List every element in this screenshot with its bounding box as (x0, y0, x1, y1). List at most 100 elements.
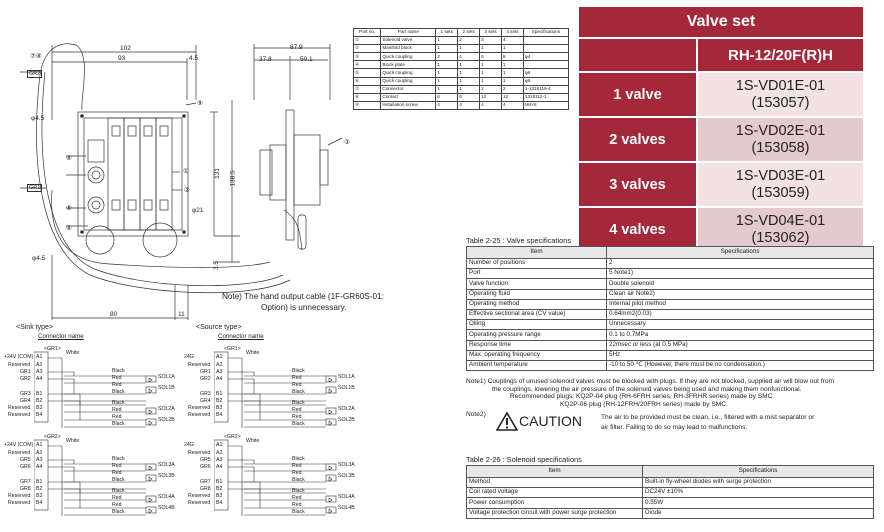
parts-cell: 1 (435, 60, 459, 70)
reserved-label: Reserved (8, 500, 31, 506)
valve-code: 1S-VD04E-01 (735, 212, 826, 229)
wire-color-label: Black (112, 509, 125, 515)
valve-code: 1S-VD01E-01 (735, 77, 826, 94)
wire-color-label: Black (112, 389, 125, 395)
dim-4-5: 4.5 (189, 55, 199, 62)
spec-item: Port (466, 268, 607, 280)
wire-white-label: White (66, 438, 80, 444)
dim-37-8: 37.8 (259, 56, 272, 63)
wire-color-label: Black (112, 421, 125, 427)
reserved-label: Reserved (188, 500, 211, 506)
gr1-label: GR1 (27, 184, 43, 192)
parts-cell: 1 (457, 60, 481, 70)
pin-label: B1 (216, 391, 223, 397)
parts-cell: 1 (479, 44, 503, 54)
wiring-lines (214, 439, 337, 516)
parts-cell: 4 (501, 36, 524, 46)
solenoid-label: SOL2A (338, 406, 355, 412)
signal-label: GR1 (20, 369, 31, 375)
solenoid-label: SOL4A (338, 494, 355, 500)
parts-cell: 1 (457, 68, 481, 78)
callout-1: ① (183, 168, 189, 175)
valve-set-title: Valve set (579, 7, 863, 39)
spec-item: Voltage protection circuit with power su… (466, 507, 643, 519)
dim-3-5: 3.5 (213, 260, 221, 271)
wire-color-label: Red (292, 502, 302, 508)
spec-item: Operating pressure range (466, 329, 607, 341)
parts-cell (522, 60, 570, 70)
header-specifications: Specifications (642, 465, 874, 478)
source-type-title: <Source type> (196, 324, 242, 331)
warning-triangle-icon (496, 412, 518, 431)
wire-color-label: Red (112, 495, 122, 501)
reserved-label: Reserved (8, 362, 31, 368)
parts-header-row: Part no. Part name 1 sets 2 sets 3 sets … (352, 27, 570, 38)
valve-code-cell: 1S-VD02E-01(153058) (698, 118, 863, 161)
wire-color-label: Black (112, 456, 125, 462)
wire-white-label: White (246, 350, 260, 356)
spec-value: -10 to 50 ℃ (However, there must be no c… (606, 359, 874, 372)
header-part-name: Part name (380, 27, 437, 38)
parts-cell: 1318112-1 (522, 92, 570, 102)
wire-color-label: Red (292, 407, 302, 413)
spec-value: DC24V ±10% (642, 487, 874, 499)
signal-label: GR7 (200, 479, 211, 485)
pin-label: B2 (216, 398, 223, 404)
table-2-25-caption: Table 2-25 : Valve specifications (466, 236, 572, 245)
valve-number: (153057) (751, 94, 810, 111)
pin-label: B2 (216, 486, 223, 492)
valve-code-cell: 1S-VD04E-01(153062) (698, 208, 863, 251)
solenoid-label: SOL2B (338, 417, 355, 423)
header-4-sets: 4 sets (501, 27, 524, 38)
caution-text-b: air filter. Failing to do so may lead to… (601, 424, 748, 431)
solenoid-label: SOL4B (338, 505, 355, 511)
spec-value: Built-in fly-wheel diodes with surge pro… (642, 476, 874, 489)
parts-cell: 2 (479, 84, 503, 94)
valve-code-cell: 1S-VD01E-01(153057) (698, 73, 863, 116)
wire-color-label: Red (112, 375, 122, 381)
parts-cell: Quick coupling (380, 52, 437, 62)
spec-item: Number of positions (466, 257, 607, 270)
valve-set-blank-cell (579, 39, 698, 71)
spec-value: 5 Note1) (606, 268, 874, 280)
parts-cell: Block plate (380, 60, 437, 70)
solenoid-label: SOL3A (158, 462, 175, 468)
parts-cell: 4 (457, 52, 481, 62)
header-1-sets: 1 sets (435, 27, 459, 38)
wire-color-label: Black (292, 389, 305, 395)
spec-item: Effective sectional area (CV value) (466, 308, 607, 321)
spec-value: Clean air Note2) (606, 288, 874, 300)
wiring-lines (34, 439, 157, 516)
header-2-sets: 2 sets (457, 27, 481, 38)
pin-label: A1 (36, 442, 43, 448)
parts-cell: Connector (380, 84, 437, 94)
spec-value: 2 (606, 257, 874, 270)
sink-connector-name: Connector name (38, 333, 84, 340)
note-1-line-b: the couplings, lowering the air pressure… (492, 385, 802, 393)
valve-number: (153062) (751, 229, 810, 246)
parts-cell: 2 (457, 36, 481, 46)
spec-value: 0.55W (642, 497, 874, 509)
spec-value: Internal pilot method (606, 298, 874, 310)
table-2-26-caption: Table 2-26 : Solenoid specifications (466, 455, 582, 464)
wire-color-label: Red (292, 463, 302, 469)
signal-label: GR6 (200, 464, 211, 470)
common-label: 24G (184, 442, 194, 448)
dim-102: 102 (120, 45, 131, 52)
wire-color-label: Black (112, 488, 125, 494)
reserved-label: Reserved (188, 405, 211, 411)
pin-label: B1 (36, 391, 43, 397)
wire-color-label: Red (292, 470, 302, 476)
parts-cell (522, 44, 570, 54)
parts-cell: 1 (479, 68, 503, 78)
parts-cell: 1 (501, 44, 524, 54)
dim-93: 93 (118, 55, 126, 62)
